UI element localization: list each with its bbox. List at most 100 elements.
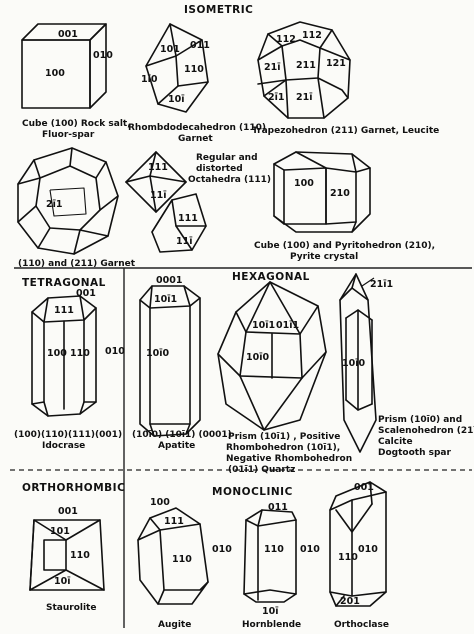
caption-idocrase-line1: (100)(110)(111)(001): [14, 430, 122, 440]
face-qz-10i0: 10ī0: [246, 352, 269, 363]
face-hb-011: 011: [268, 502, 288, 513]
face-tz-112a: 112: [276, 34, 296, 45]
caption-calcite-line4: Dogtooth spar: [378, 448, 451, 458]
face-au-010: 010: [212, 544, 232, 555]
header-isometric: ISOMETRIC: [184, 4, 253, 16]
face-tz-21ib: 21ī: [296, 92, 313, 103]
face-oc-111a: 111: [148, 162, 168, 173]
face-hb-010: 010: [300, 544, 320, 555]
face-au-100: 100: [150, 497, 170, 508]
augite-crystal: [137, 507, 209, 605]
face-st-10i: 10ī: [54, 576, 71, 587]
face-tz-121: 121: [326, 58, 346, 69]
caption-quartz-line4: (01ī1) Quartz: [228, 465, 295, 475]
octahedron-distorted-crystal: [151, 193, 207, 253]
face-rd-011: 011: [190, 40, 210, 51]
face-rd-101: 101: [160, 44, 180, 55]
face-cube-001: 001: [58, 29, 78, 40]
face-au-110: 110: [172, 554, 192, 565]
caption-augite: Augite: [158, 620, 191, 630]
header-hexagonal: HEXAGONAL: [232, 271, 310, 283]
face-id-010: 010: [105, 346, 125, 357]
caption-orthoclase: Orthoclase: [334, 620, 389, 630]
caption-rhombdodeca-line2: Garnet: [178, 134, 213, 144]
caption-quartz-line2: Rhombohedron (10ī1),: [226, 443, 340, 453]
face-ap-10i0: 10ī0: [146, 348, 169, 359]
caption-pyrito-line2: Pyrite crystal: [290, 252, 358, 262]
face-st-110: 110: [70, 550, 90, 561]
caption-cube-line2: Fluor-spar: [42, 130, 95, 140]
face-oc-11ib: 11ī: [176, 236, 193, 247]
face-ap-10i1: 10ī1: [154, 294, 177, 305]
face-id-111: 111: [54, 305, 74, 316]
caption-calcite-line2: Scalenohedron (21ī1): [378, 426, 474, 436]
face-cube-100: 100: [45, 68, 65, 79]
caption-octa-line3: Octahedra (111): [188, 175, 271, 185]
face-or-110: 110: [338, 552, 358, 563]
caption-trapezohedron: Trapezohedron (211) Garnet, Leucite: [252, 126, 439, 136]
caption-octa-line1: Regular and: [196, 153, 258, 163]
staurolite-crystal: [29, 519, 105, 591]
face-id-100: 100: [47, 348, 67, 359]
caption-calcite-line3: Calcite: [378, 437, 413, 447]
octahedron-regular-crystal: [125, 151, 187, 213]
face-ca-10i0: 10ī0: [342, 358, 365, 369]
caption-staurolite: Staurolite: [46, 603, 96, 613]
header-orthorhombic: ORTHORHOMBIC: [22, 482, 125, 494]
face-st-001: 001: [58, 506, 78, 517]
caption-quartz-line1: Prism (10ī1) , Positive: [228, 432, 340, 442]
caption-octa-line2: distorted: [196, 164, 243, 174]
face-py-100: 100: [294, 178, 314, 189]
face-ca-21i1: 21ī1: [370, 279, 393, 290]
face-or-201: 201: [340, 596, 360, 607]
face-oc-111b: 111: [178, 213, 198, 224]
caption-calcite-line1: Prism (10ī0) and: [378, 415, 462, 425]
caption-apatite-line2: Apatite: [158, 441, 195, 451]
face-qz-01i1: 01ī1: [276, 320, 299, 331]
face-tz-21i: 21ī: [264, 62, 281, 73]
face-st-101: 101: [50, 526, 70, 537]
caption-quartz-line3: Negative Rhombohedron: [226, 454, 352, 464]
face-or-001: 001: [354, 482, 374, 493]
face-id-001: 001: [76, 288, 96, 299]
face-hb-110: 110: [264, 544, 284, 555]
face-ap-0001: 0001: [156, 275, 182, 286]
face-hb-10i: 10ī: [262, 606, 279, 617]
face-tz-2i1: 2ī1: [268, 92, 284, 103]
quartz-crystal: [217, 281, 327, 431]
cube-crystal: [21, 23, 107, 109]
face-gc-2i1: 2ī1: [46, 199, 62, 210]
face-py-210: 210: [330, 188, 350, 199]
face-tz-112b: 112: [302, 30, 322, 41]
orthoclase-crystal: [329, 481, 387, 607]
pyritohedron-crystal: [273, 151, 371, 233]
garnet-combination-crystal: [17, 147, 119, 255]
face-oc-11i: 11ī: [150, 190, 167, 201]
apatite-crystal: [139, 285, 201, 437]
face-au-111: 111: [164, 516, 184, 527]
caption-garnet-combination: (110) and (211) Garnet: [18, 259, 136, 269]
caption-cube-line1: Cube (100) Rock salt,: [22, 119, 131, 129]
caption-rhombdodeca-line1: Rhombdodecahedron (110): [128, 123, 266, 133]
calcite-crystal: [339, 273, 377, 453]
caption-apatite-line1: (10ī0) (10ī1) (0001): [132, 430, 232, 440]
face-rd-110: 110: [184, 64, 204, 75]
face-id-110: 110: [70, 348, 90, 359]
face-rd-10i: 10ī: [168, 94, 185, 105]
face-rd-1i0: 1ī0: [141, 74, 158, 85]
caption-pyrito-line1: Cube (100) and Pyritohedron (210),: [254, 241, 435, 251]
face-qz-10i1: 10ī1: [252, 320, 275, 331]
caption-idocrase-line2: Idocrase: [42, 441, 85, 451]
idocrase-crystal: [31, 295, 97, 417]
caption-hornblende: Hornblende: [242, 620, 301, 630]
rhombdodecahedron-crystal: [145, 23, 209, 113]
header-tetragonal: TETRAGONAL: [22, 277, 106, 289]
trapezohedron-crystal: [257, 21, 351, 119]
face-tz-211: 211: [296, 60, 316, 71]
face-or-010: 010: [358, 544, 378, 555]
face-cube-010: 010: [93, 50, 113, 61]
hornblende-crystal: [243, 509, 297, 603]
header-monoclinic: MONOCLINIC: [212, 486, 293, 498]
